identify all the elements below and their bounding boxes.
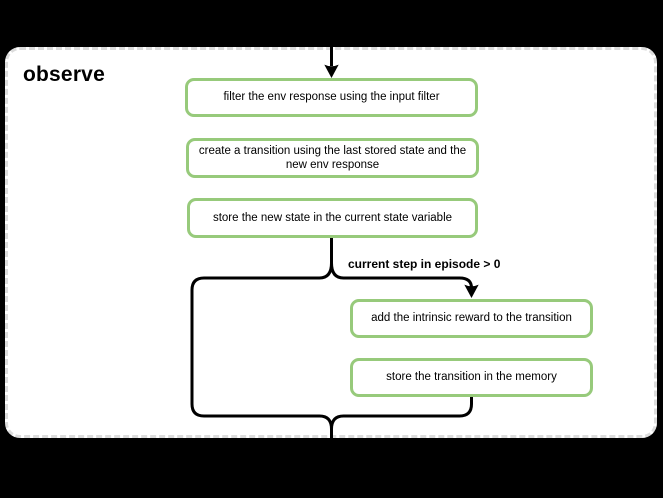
node-label: store the transition in the memory — [386, 371, 557, 384]
node-label: filter the env response using the input … — [223, 91, 440, 104]
node-filter-env-response: filter the env response using the input … — [185, 78, 478, 117]
node-label: add the intrinsic reward to the transiti… — [371, 312, 572, 325]
node-add-intrinsic-reward: add the intrinsic reward to the transiti… — [350, 299, 593, 338]
node-label: create a transition using the last store… — [198, 144, 467, 157]
node-label: store the new state in the current state… — [212, 211, 453, 224]
group-title: observe — [23, 63, 105, 86]
branch-condition-label: current step in episode > 0 — [348, 257, 501, 271]
node-label-line2: new env response — [285, 159, 380, 171]
node-store-new-state: store the new state in the current state… — [187, 198, 478, 238]
node-create-transition: create a transition using the last store… — [186, 138, 479, 178]
node-store-transition-memory: store the transition in the memory — [350, 358, 593, 397]
